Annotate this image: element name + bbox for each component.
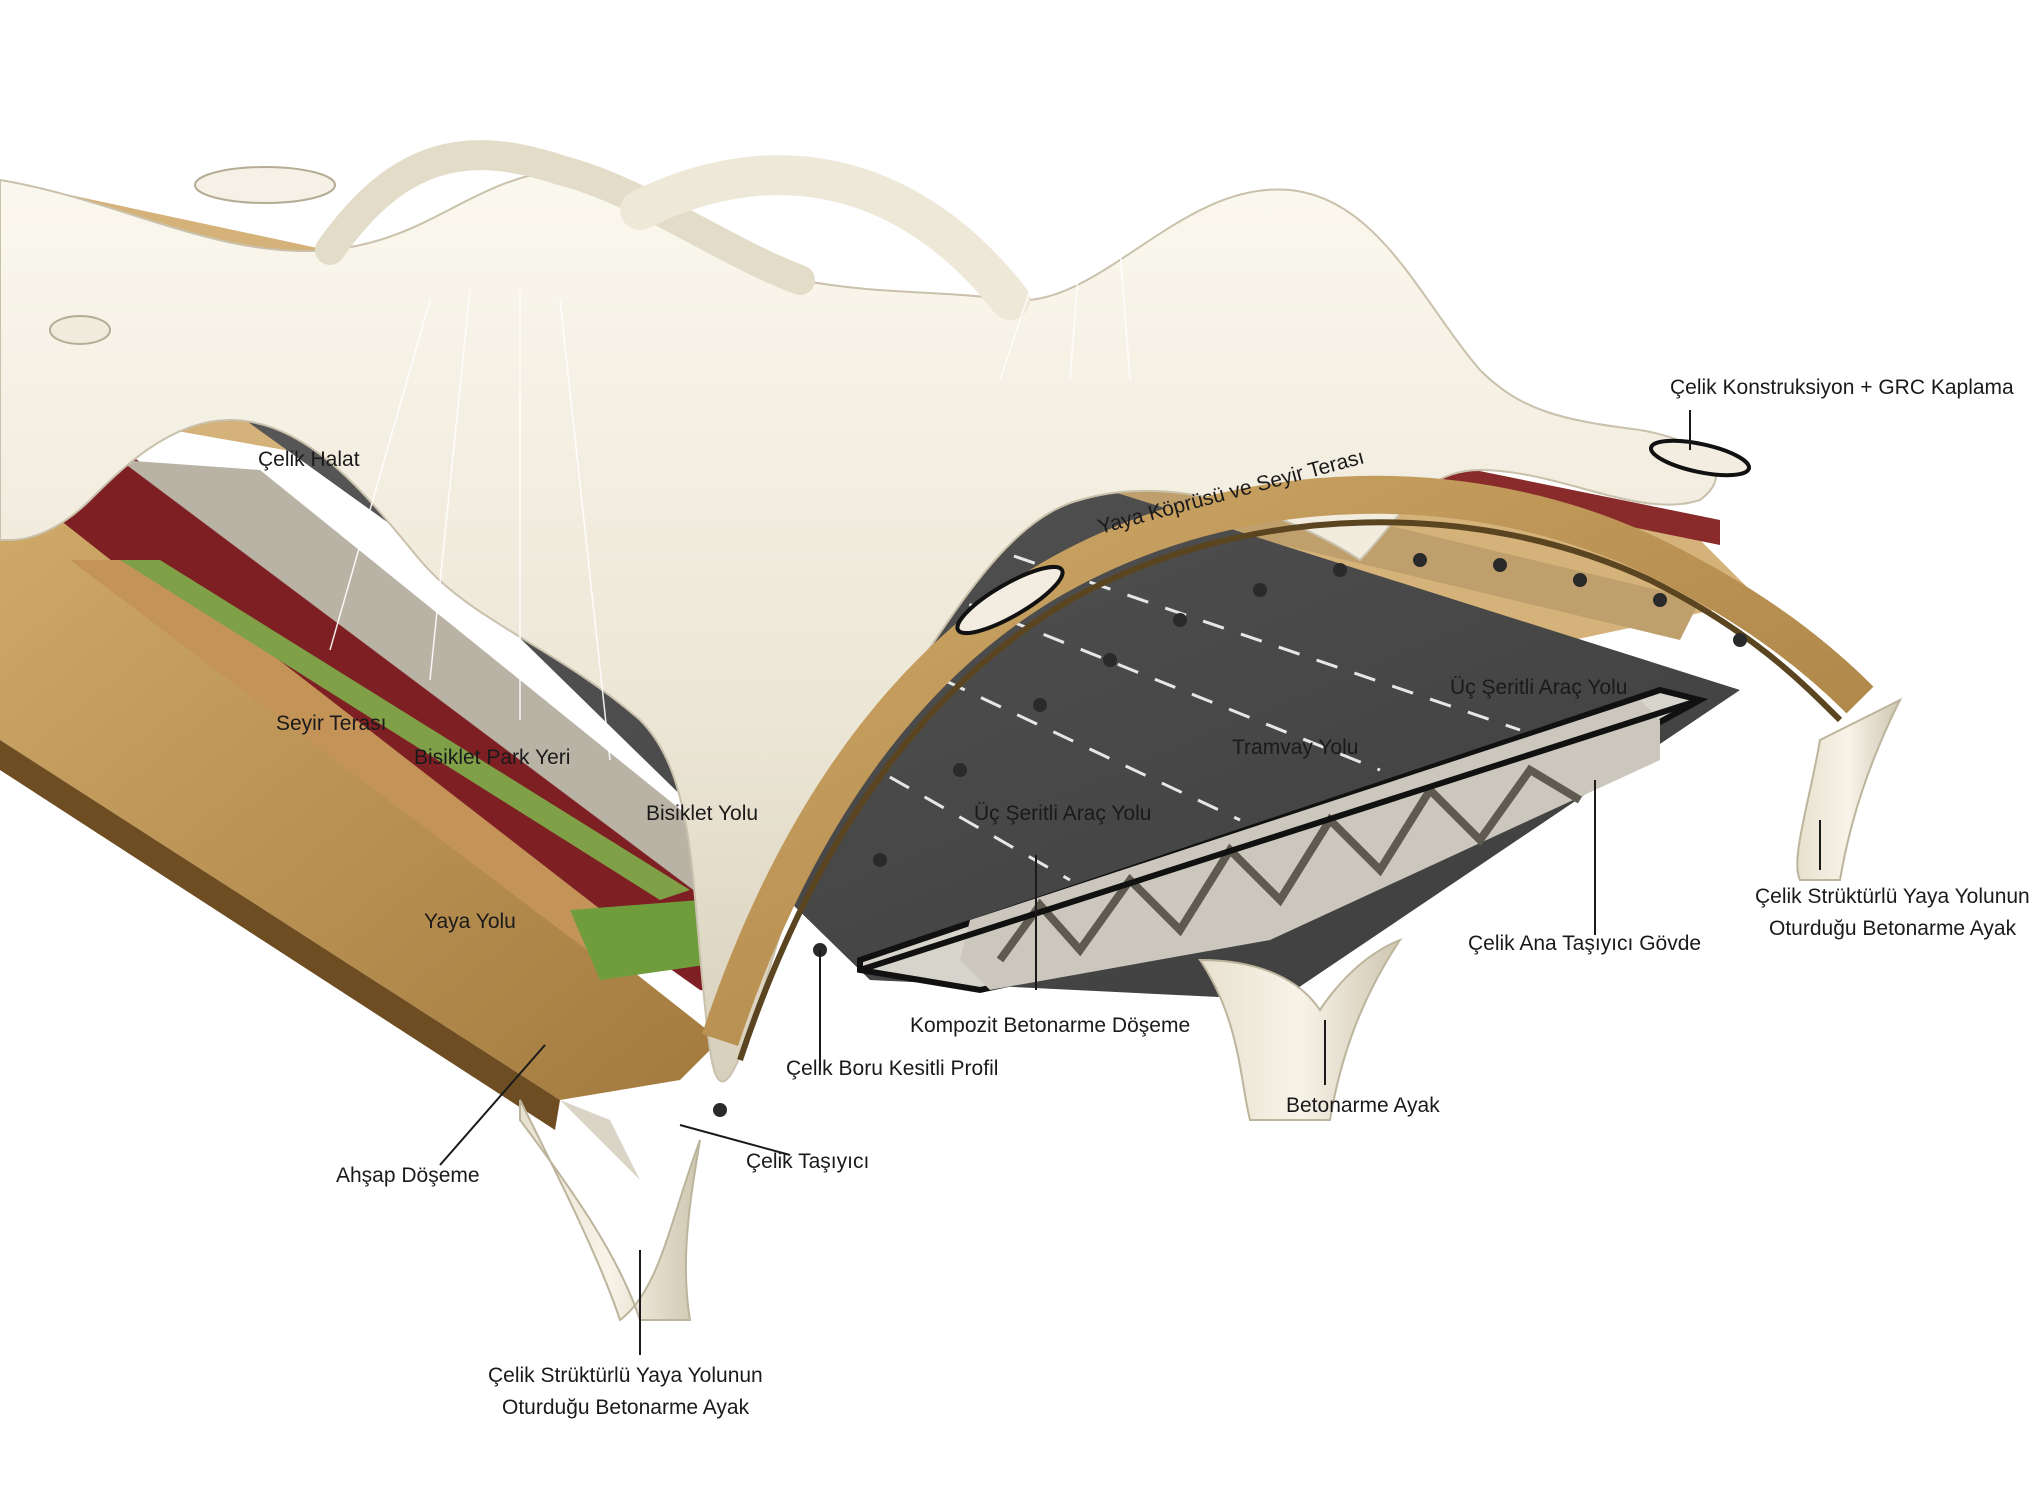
label-left-leg-line1: Çelik Strüktürlü Yaya Yolunun: [488, 1364, 763, 1387]
steel-main-girder-section: [857, 686, 1709, 994]
label-uc-seritli-center: Üç Şeritli Araç Yolu: [974, 802, 1151, 825]
label-celik-tasiyici: Çelik Taşıyıcı: [746, 1150, 869, 1173]
label-uc-seritli-right: Üç Şeritli Araç Yolu: [1450, 676, 1627, 699]
label-right-leg-line2: Oturduğu Betonarme Ayak: [1769, 917, 2017, 940]
barrier: [120, 460, 780, 940]
grc-section-marker-right: [1649, 438, 1751, 478]
grc-shell-canopy: [0, 140, 1717, 1083]
label-betonarme-ayak: Betonarme Ayak: [1286, 1094, 1440, 1117]
label-ahsap: Ahşap Döşeme: [336, 1164, 480, 1187]
label-celik-ana-tasiyici: Çelik Ana Taşıyıcı Gövde: [1468, 932, 1701, 955]
label-celik-konstruksiyon: Çelik Konstruksiyon + GRC Kaplama: [1670, 376, 2014, 399]
label-right-leg-line1: Çelik Strüktürlü Yaya Yolunun: [1755, 885, 2030, 908]
label-left-leg-line2: Oturduğu Betonarme Ayak: [502, 1396, 750, 1419]
grc-section-marker-left: [955, 564, 1065, 636]
label-celik-boru: Çelik Boru Kesitli Profil: [786, 1057, 998, 1080]
label-tramvay-yolu: Tramvay Yolu: [1232, 736, 1358, 759]
label-yaya-yolu: Yaya Yolu: [424, 910, 516, 933]
concrete-legs: [519, 697, 1903, 1322]
label-celik-halat: Çelik Halat: [258, 448, 360, 471]
annotation-labels: Çelik Konstruksiyon + GRC Kaplama Yaya K…: [258, 376, 2030, 1419]
steel-cables: [329, 249, 1131, 761]
label-kompozit: Kompozit Betonarme Döşeme: [910, 1014, 1190, 1037]
label-bisiklet-yolu: Bisiklet Yolu: [646, 802, 758, 825]
label-bisiklet-park: Bisiklet Park Yeri: [414, 746, 570, 769]
label-seyir-terasi: Seyir Terası: [276, 712, 387, 735]
leader-lines: [439, 410, 1821, 1355]
pedestrian-bridge-arch: [701, 475, 1874, 1117]
